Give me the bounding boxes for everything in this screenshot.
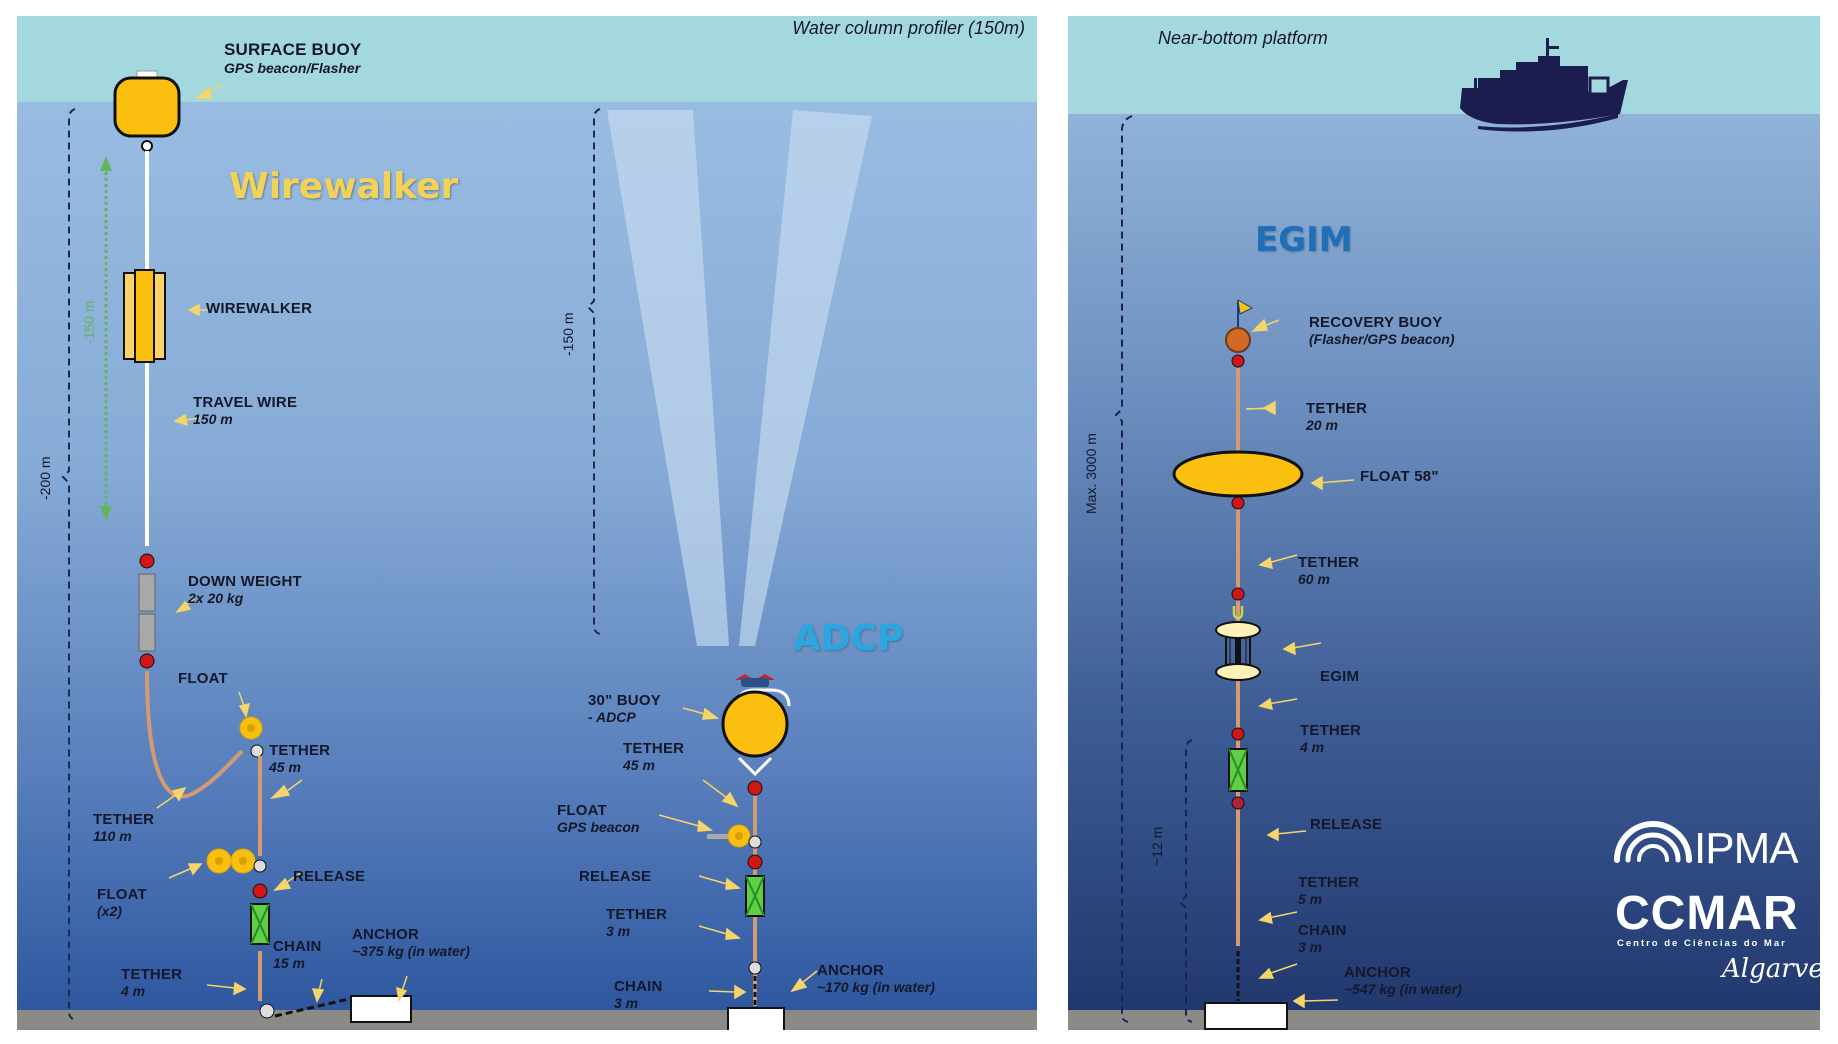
label-anchor-375kg: ANCHOR~375 kg (in water) xyxy=(352,926,470,960)
water-column-profiler-panel: Water column profiler (150m) Wirewalker … xyxy=(17,16,1037,1030)
shackle xyxy=(139,553,155,569)
label-float: FLOAT xyxy=(178,670,228,687)
label-30-inch-buoy: 30" BUOY- ADCP xyxy=(588,692,661,726)
anchor-170kg xyxy=(727,1007,785,1030)
anchor-375kg xyxy=(350,995,412,1023)
adcp-depth-150m-label: -150 m xyxy=(560,312,576,356)
egim-title: EGIM xyxy=(1255,220,1353,260)
depth-bracket-3000m xyxy=(1114,115,1133,1023)
profile-arrow-down-icon xyxy=(100,506,112,521)
flag-icon xyxy=(1237,299,1254,315)
down-weight xyxy=(138,573,156,612)
ccmar-logo-text: CCMAR xyxy=(1615,887,1799,940)
sea-surface-sky xyxy=(1068,16,1820,114)
mooring-diagram-left xyxy=(61,70,872,1030)
recovery-buoy xyxy=(1225,327,1251,353)
label-float-58: FLOAT 58" xyxy=(1360,468,1439,485)
surface-buoy xyxy=(113,76,181,138)
near-bottom-platform-caption: Near-bottom platform xyxy=(1158,28,1328,48)
depth-bracket-12m xyxy=(1178,739,1193,1023)
label-float-x2: FLOAT(x2) xyxy=(97,886,147,920)
depth-max-3000m-label: Max. 3000 m xyxy=(1083,433,1099,514)
egim-observatory xyxy=(1215,621,1261,681)
profile-arrow-up-icon xyxy=(100,156,112,171)
sea-surface-sky xyxy=(17,16,1037,102)
depth-12m-label: ~12 m xyxy=(1149,826,1165,866)
near-bottom-platform-panel: Near-bottom platform EGIM Max. 3000 m ~1… xyxy=(1068,16,1820,1030)
adcp-beam-left xyxy=(607,110,729,646)
label-wirewalker: WIREWALKER xyxy=(206,300,313,317)
anchor-547kg xyxy=(1204,1002,1288,1030)
float-58-inch xyxy=(1172,450,1304,498)
depth-bracket-200m xyxy=(61,108,76,1021)
callout-arrows-left xyxy=(156,83,818,1003)
label-recovery-buoy: RECOVERY BUOY(Flasher/GPS beacon) xyxy=(1309,314,1455,348)
callout-arrows-right xyxy=(1245,318,1355,1009)
label-anchor-547kg: ANCHOR~547 kg (in water) xyxy=(1344,964,1462,998)
ipma-logo-text: IPMA xyxy=(1694,824,1799,873)
adcp-title: ADCP xyxy=(793,618,904,659)
label-egim-release: RELEASE xyxy=(1310,816,1383,833)
water-column-profiler-caption: Water column profiler (150m) xyxy=(792,18,1025,38)
wirewalker-title: Wirewalker xyxy=(229,166,459,207)
adcp-beam-right xyxy=(739,110,872,646)
label-release: RELEASE xyxy=(293,868,366,885)
mooring-diagram-right xyxy=(1114,38,1628,1030)
depth-bracket-adcp-150m xyxy=(586,108,601,635)
label-adcp-release: RELEASE xyxy=(579,868,652,885)
depth-150m-profile-label: -150 m xyxy=(81,300,97,344)
label-anchor-170kg: ANCHOR~170 kg (in water) xyxy=(817,962,935,996)
research-ship-icon xyxy=(1460,38,1628,132)
tether-110m xyxy=(145,670,244,799)
chain-15m xyxy=(274,994,363,1018)
label-egim: EGIM xyxy=(1320,668,1360,685)
ccmar-region: Algarve xyxy=(1722,954,1820,984)
ccmar-subtitle: Centro de Ciências do Mar xyxy=(1617,938,1787,949)
depth-200m-label: -200 m xyxy=(37,456,53,500)
adcp-30-inch-buoy xyxy=(721,690,789,758)
